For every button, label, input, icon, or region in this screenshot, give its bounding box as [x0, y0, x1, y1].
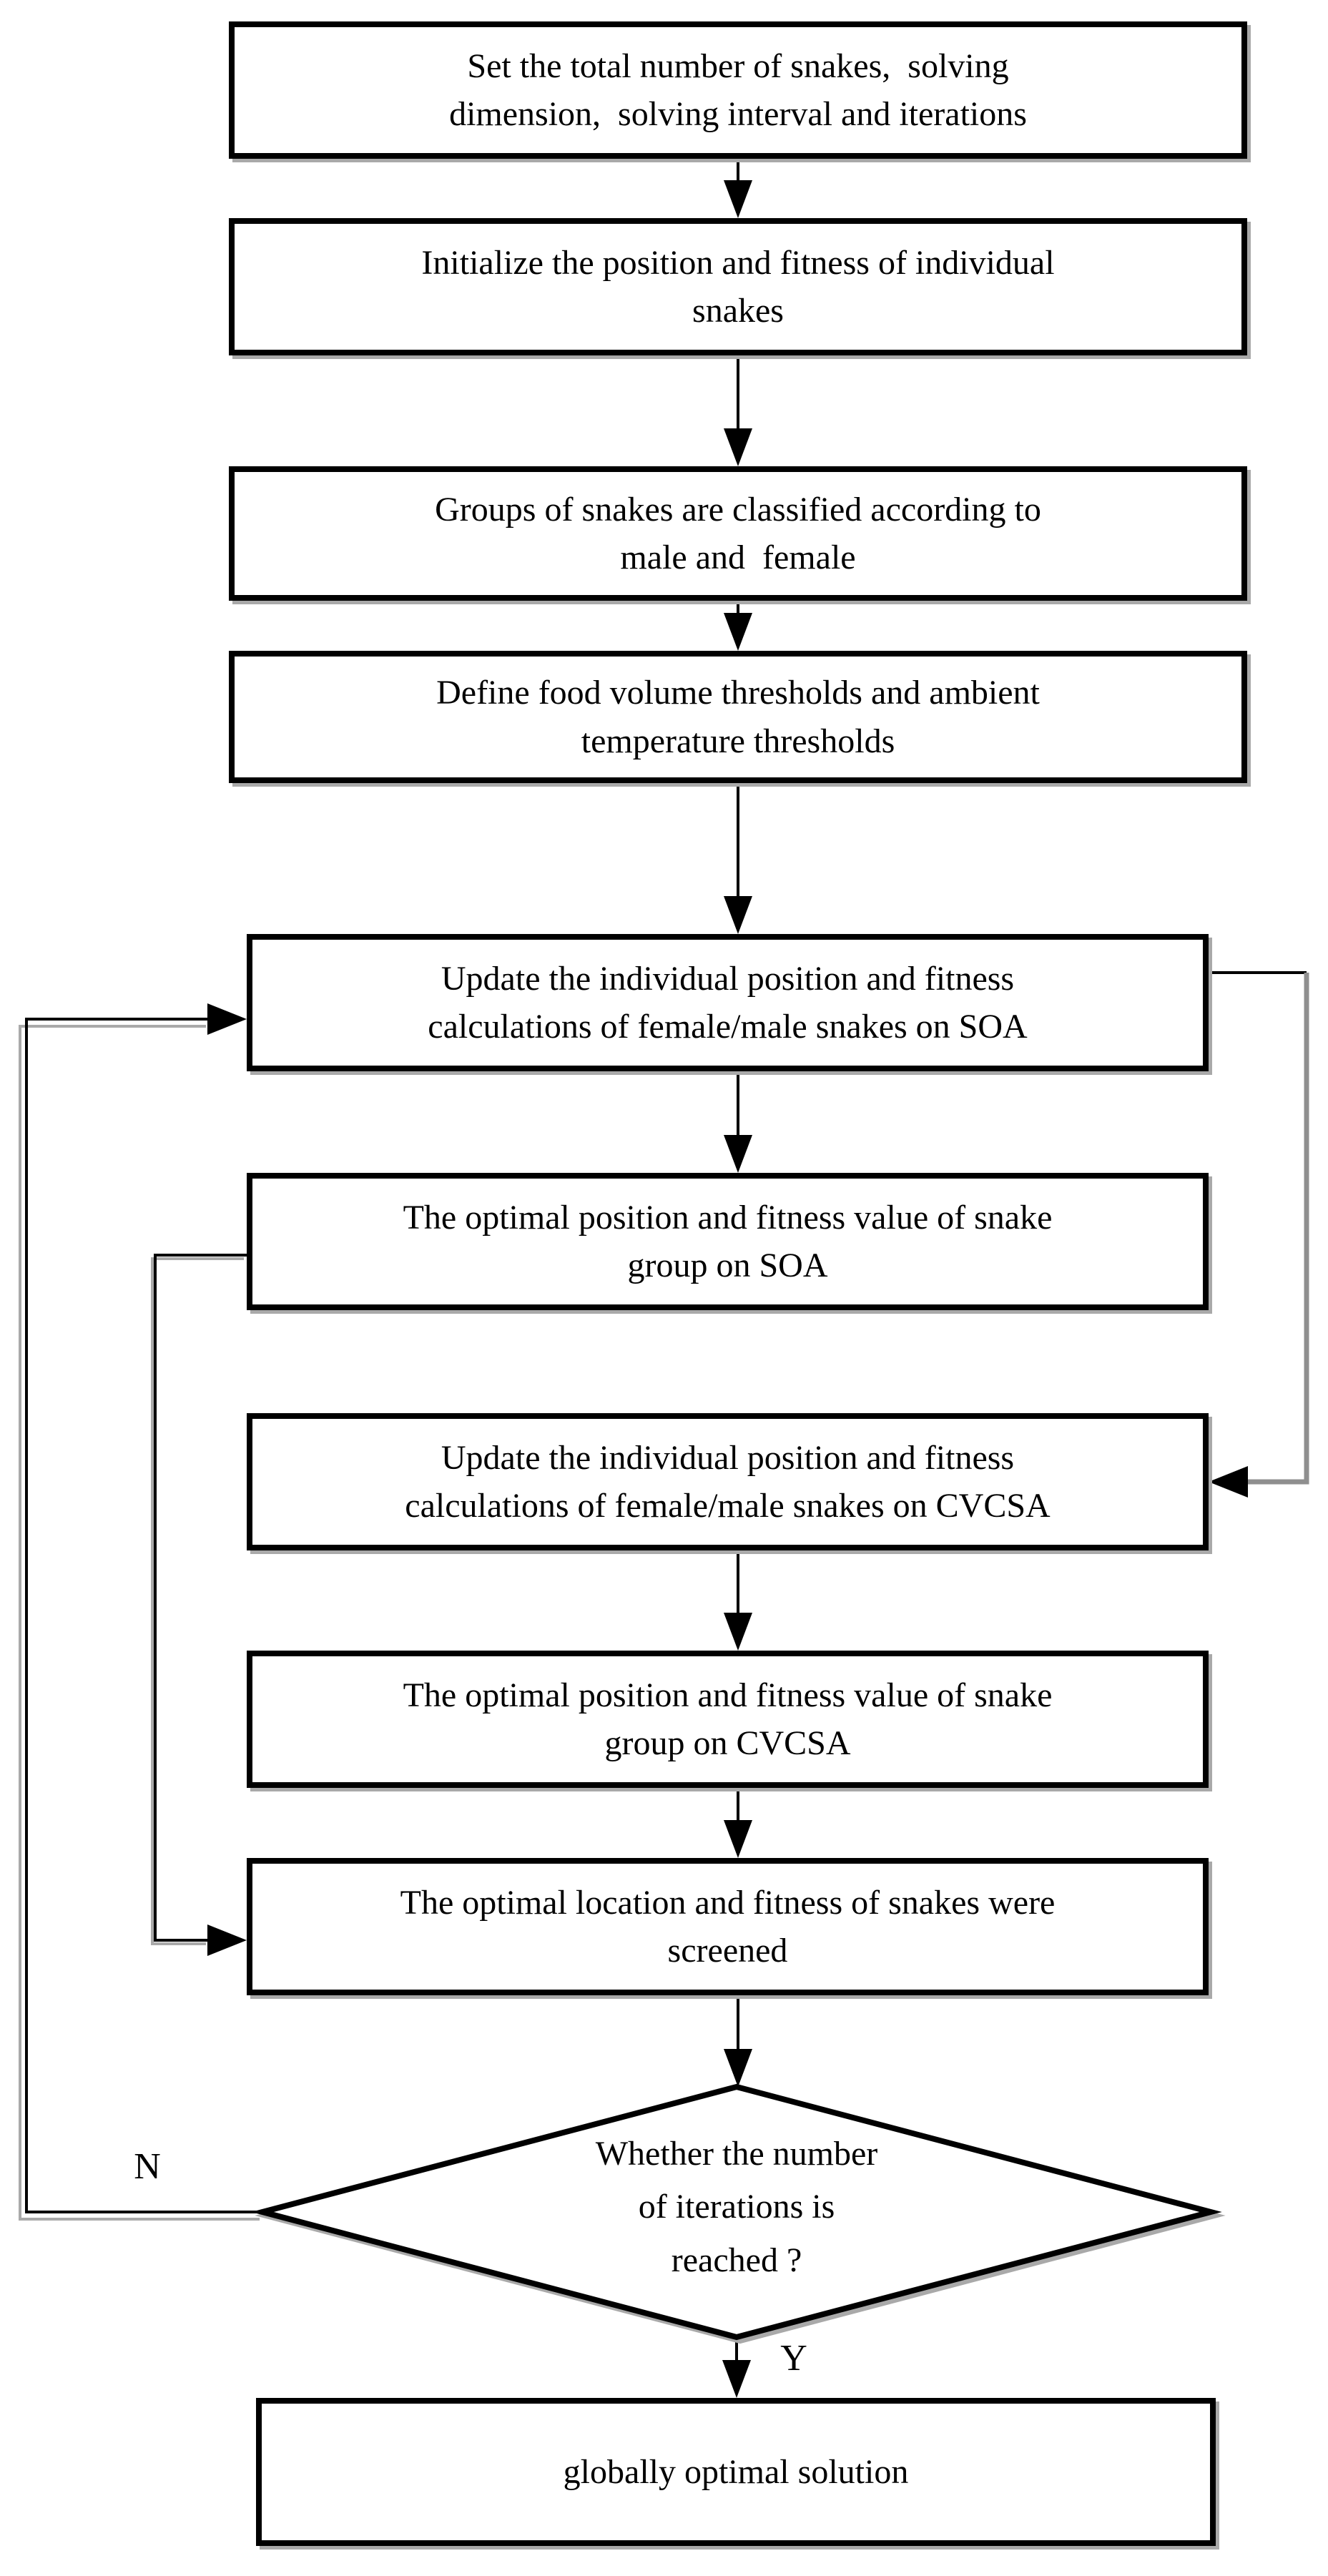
node-text-line: The optimal location and fitness of snak…	[400, 1883, 1056, 1922]
edge-soa-update-to-cvcsa	[1209, 971, 1309, 1498]
node-set-parameters: Set the total number of snakes, solving …	[229, 21, 1247, 159]
node-text-line: Whether the number	[595, 2135, 878, 2173]
node-text-line: calculations of female/male snakes on CV…	[405, 1487, 1051, 1525]
node-text-line: Update the individual position and fitne…	[441, 959, 1015, 998]
node-text-line: reached ?	[671, 2241, 802, 2279]
node-text-line: Initialize the position and fitness of i…	[421, 243, 1055, 282]
node-optimal-cvcsa: The optimal position and fitness value o…	[247, 1651, 1209, 1788]
branch-label-yes: Y	[780, 2338, 807, 2379]
decision-diamond-shape	[251, 2083, 1222, 2341]
node-text-line: globally optimal solution	[563, 2452, 909, 2491]
node-text-line: screened	[667, 1932, 788, 1970]
arrow-decision-to-solution	[722, 2337, 751, 2398]
node-define-thresholds: Define food volume thresholds and ambien…	[229, 651, 1247, 783]
edge-soa-to-screen	[154, 1254, 247, 1956]
arrow-set-to-initialize	[724, 159, 752, 218]
node-update-cvcsa: Update the individual position and fitne…	[247, 1413, 1209, 1550]
node-screen-optimal: The optimal location and fitness of snak…	[247, 1858, 1209, 1995]
arrow-screen-to-decision	[724, 1995, 752, 2087]
node-initialize: Initialize the position and fitness of i…	[229, 218, 1247, 355]
flow-arrows	[722, 159, 752, 2398]
node-text-line: calculations of female/male snakes on SO…	[428, 1008, 1028, 1046]
arrow-update-soa-to-optimal-soa	[724, 1071, 752, 1173]
loop-shadows	[19, 1025, 260, 2221]
node-text-line: dimension, solving interval and iteratio…	[449, 95, 1027, 133]
node-iteration-check-text: Whether the number of iterations is reac…	[451, 2128, 1023, 2287]
node-text-line: Groups of snakes are classified accordin…	[435, 490, 1041, 529]
edge-n-loop	[25, 1003, 262, 2213]
node-text-line: temperature thresholds	[581, 722, 895, 760]
arrow-classify-to-thresholds	[724, 601, 752, 651]
node-text-line: of iterations is	[638, 2188, 835, 2226]
node-text-line: Define food volume thresholds and ambien…	[436, 674, 1040, 712]
node-text-line: snakes	[692, 292, 784, 330]
node-text-line: Update the individual position and fitne…	[441, 1438, 1015, 1477]
node-optimal-soa: The optimal position and fitness value o…	[247, 1173, 1209, 1310]
node-text-line: group on SOA	[627, 1247, 828, 1284]
node-text-line: The optimal position and fitness value o…	[403, 1676, 1053, 1714]
node-text-line: group on CVCSA	[604, 1724, 851, 1762]
node-text-line: male and female	[620, 539, 856, 576]
arrow-update-cvcsa-to-optimal-cvcsa	[724, 1550, 752, 1651]
arrow-thresholds-to-update-soa	[724, 783, 752, 934]
arrow-initialize-to-classify	[724, 355, 752, 466]
arrow-optimal-cvcsa-to-screen	[724, 1788, 752, 1858]
node-text-line: Set the total number of snakes, solving	[467, 46, 1009, 85]
node-classify-groups: Groups of snakes are classified accordin…	[229, 466, 1247, 601]
node-global-optimum: globally optimal solution	[256, 2398, 1216, 2546]
branch-label-no: N	[134, 2146, 161, 2187]
node-update-soa: Update the individual position and fitne…	[247, 934, 1209, 1071]
node-text-line: The optimal position and fitness value o…	[403, 1198, 1053, 1237]
